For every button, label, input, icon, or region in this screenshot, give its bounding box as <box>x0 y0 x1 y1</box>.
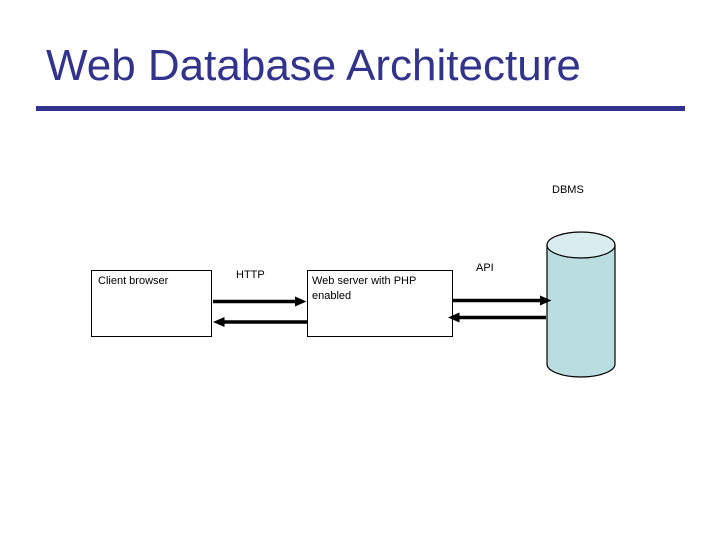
client-browser-box: Client browser <box>91 270 212 337</box>
cylinder-body <box>546 244 616 378</box>
api-label: API <box>476 262 494 274</box>
dbms-label: DBMS <box>552 184 584 196</box>
database-cylinder-shape <box>546 231 616 378</box>
arrow-dbms-to-server <box>448 312 546 323</box>
title-underline-rule <box>36 106 685 111</box>
cylinder-top <box>546 231 616 259</box>
slide-title: Web Database Architecture <box>46 41 581 90</box>
arrow-left-head-icon <box>213 317 225 327</box>
arrow-right-head-icon <box>295 296 307 307</box>
http-protocol-label: HTTP <box>236 269 265 281</box>
arrow-server-to-dbms <box>453 295 552 306</box>
web-server-box: Web server with PHP enabled <box>307 270 453 337</box>
web-server-label-line2: enabled <box>312 290 352 302</box>
arrow-client-to-server <box>213 296 307 307</box>
client-browser-label: Client browser <box>98 275 169 287</box>
arrow-server-to-client <box>213 317 307 327</box>
arrow-right-head-icon <box>540 295 552 306</box>
web-server-label-line1: Web server with PHP <box>312 275 417 287</box>
